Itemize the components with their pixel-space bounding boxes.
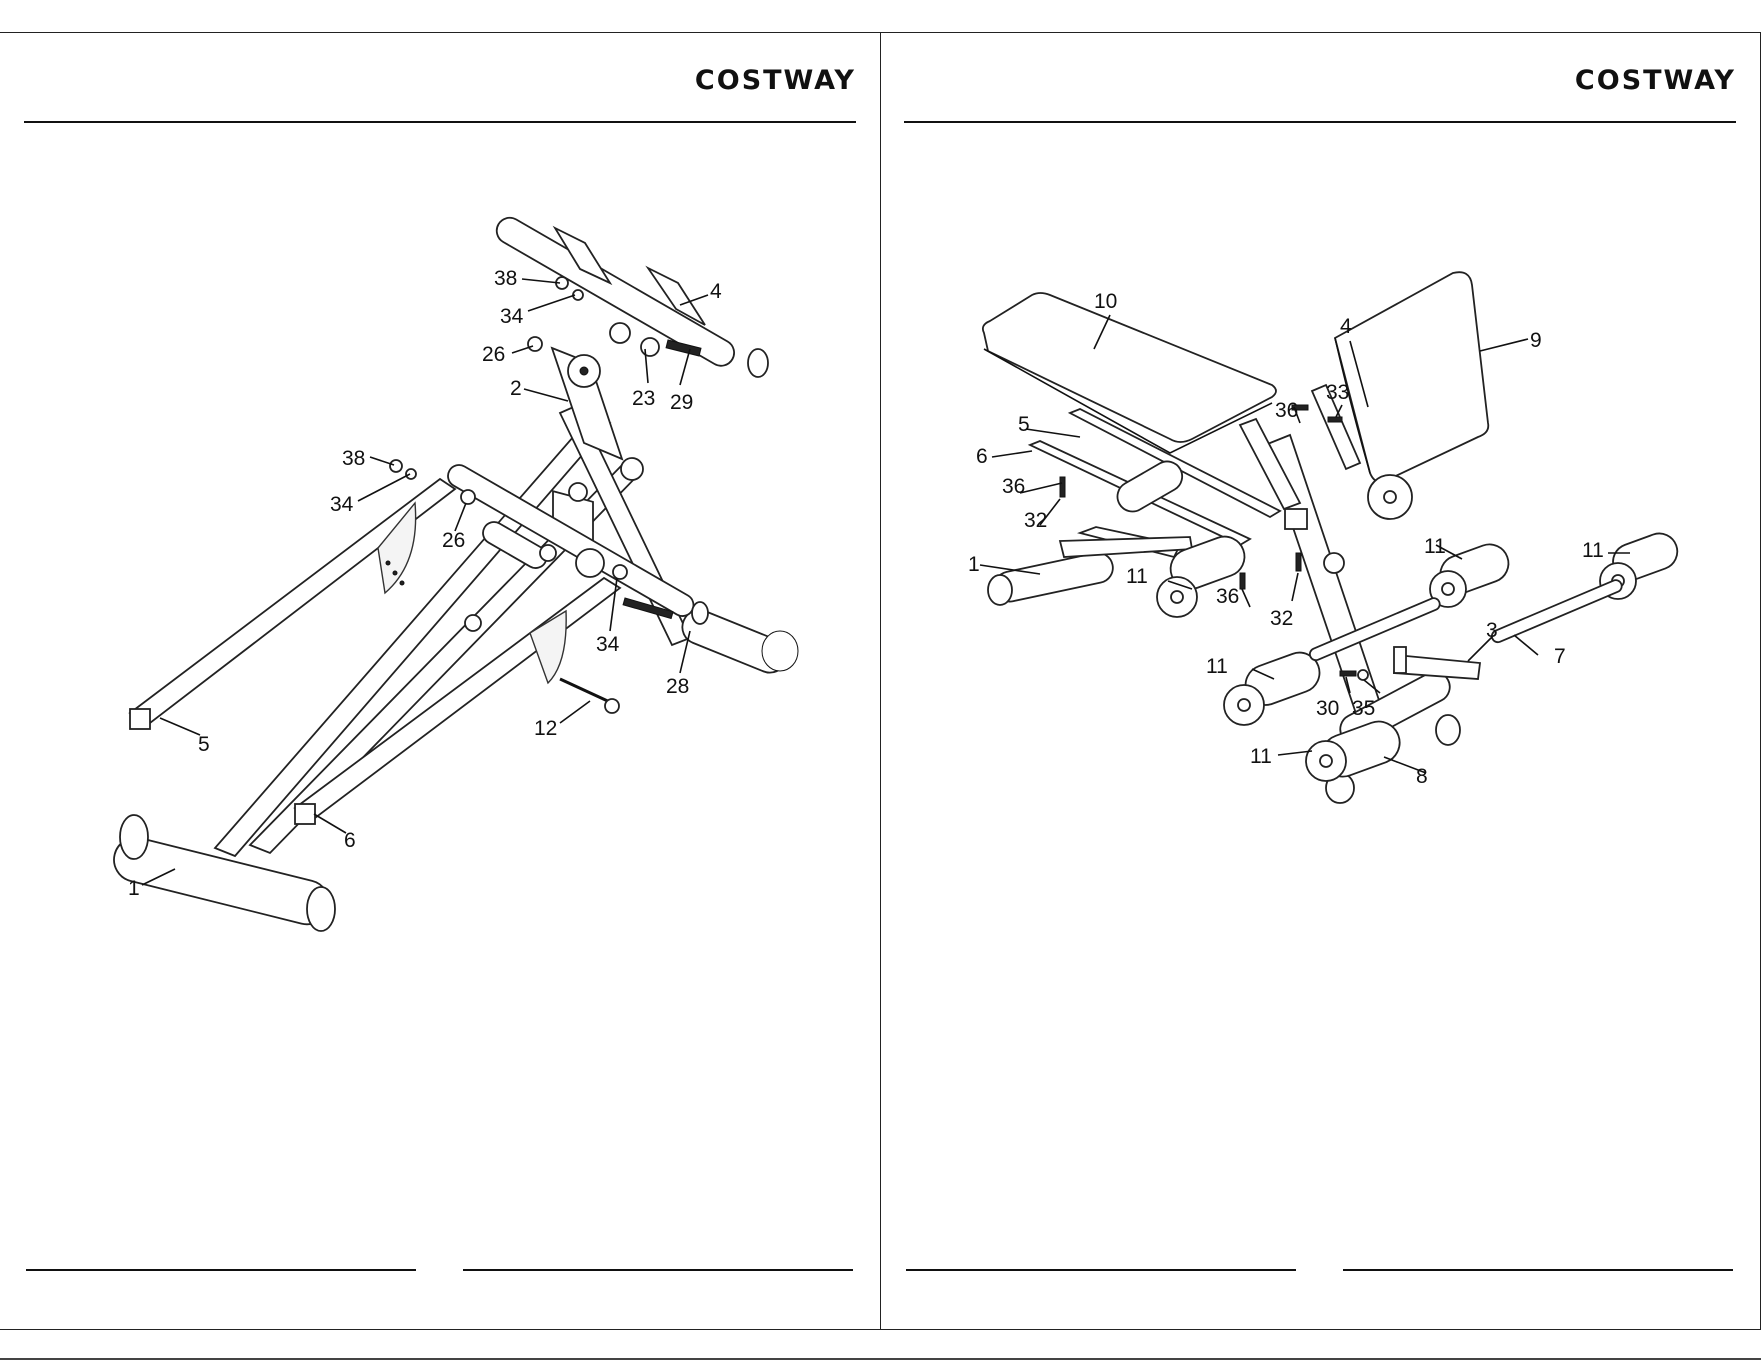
callout-4: 4 [1340, 315, 1352, 338]
manual-page-right: COSTWAY [880, 32, 1761, 1330]
callout-5: 5 [1018, 413, 1030, 436]
callout-30: 30 [1316, 697, 1339, 720]
callout-6: 6 [976, 445, 988, 468]
callout-10: 10 [1094, 290, 1117, 313]
knob-mid [569, 483, 587, 501]
right-assembled-diagram: 10 4 9 33 36 5 6 36 32 1 11 36 32 11 11 … [880, 33, 1760, 1329]
part-34-washer-mid [406, 469, 416, 479]
knob-upper [621, 458, 643, 480]
callout-34-bottom: 34 [596, 633, 620, 656]
callout-3: 3 [1486, 619, 1498, 642]
callout-32-left: 32 [1024, 509, 1047, 532]
callout-2: 2 [510, 377, 522, 400]
callout-11-b: 11 [1424, 535, 1446, 558]
callout-1: 1 [968, 553, 980, 576]
callout-9: 9 [1530, 329, 1542, 352]
callout-36-left: 36 [1002, 475, 1025, 498]
callout-35: 35 [1352, 697, 1375, 720]
part-26-nut-upper [528, 337, 542, 351]
callout-34: 34 [500, 305, 524, 328]
part-38-nut-lower [390, 460, 402, 472]
callout-4: 4 [710, 280, 722, 303]
part-9-back-pad [1335, 272, 1488, 482]
callout-26-lower: 26 [442, 529, 465, 552]
callout-11-e: 11 [1250, 745, 1272, 768]
part-30-bolt [1340, 671, 1356, 676]
footer-rule-right-a [906, 1269, 1296, 1271]
roller-back [1368, 475, 1412, 519]
part-32-bolt-right [1296, 553, 1301, 571]
callout-34-lower: 34 [330, 493, 354, 516]
callout-29: 29 [670, 391, 693, 414]
part-3-bracket [1394, 647, 1480, 679]
callout-26: 26 [482, 343, 505, 366]
manual-page-left: COSTWAY [0, 32, 881, 1330]
callout-23: 23 [632, 387, 655, 410]
part-33-bolt [1328, 417, 1342, 422]
callout-8: 8 [1416, 765, 1428, 788]
callout-5: 5 [198, 733, 210, 756]
left-exploded-diagram: 38 34 4 26 2 23 29 38 34 26 34 28 12 5 6… [0, 33, 880, 1329]
callout-28: 28 [666, 675, 689, 698]
callout-1: 1 [128, 877, 140, 900]
footer-rule-left-a [26, 1269, 416, 1271]
callout-38-lower: 38 [342, 447, 365, 470]
part-11-rollers [1157, 475, 1682, 782]
callout-36: 36 [1275, 399, 1298, 422]
callout-38: 38 [494, 267, 517, 290]
callout-6: 6 [344, 829, 356, 852]
callout-36-mid: 36 [1216, 585, 1239, 608]
part-36-bolt-mid [1240, 573, 1245, 589]
callout-11-c: 11 [1582, 539, 1604, 562]
knob [1324, 553, 1344, 573]
roller-lower-left [1224, 647, 1325, 725]
part-12-pin [560, 679, 619, 713]
part-35-washer [1358, 670, 1368, 680]
callout-11-a: 11 [1126, 565, 1148, 588]
callout-11-d: 11 [1206, 655, 1228, 678]
washer-34-lower [613, 565, 627, 579]
part-4-top-bar [492, 213, 768, 377]
scan-bottom-edge [0, 1358, 1761, 1360]
part-1-base-tube [109, 815, 335, 931]
callout-12: 12 [534, 717, 557, 740]
footer-rule-left-b [463, 1269, 853, 1271]
callout-33: 33 [1326, 381, 1349, 404]
callout-7: 7 [1554, 645, 1566, 668]
part-26-nut-lower [461, 490, 475, 504]
part-32-bolt-left [1060, 477, 1065, 497]
footer-rule-right-b [1343, 1269, 1733, 1271]
callout-32-mid: 32 [1270, 607, 1293, 630]
